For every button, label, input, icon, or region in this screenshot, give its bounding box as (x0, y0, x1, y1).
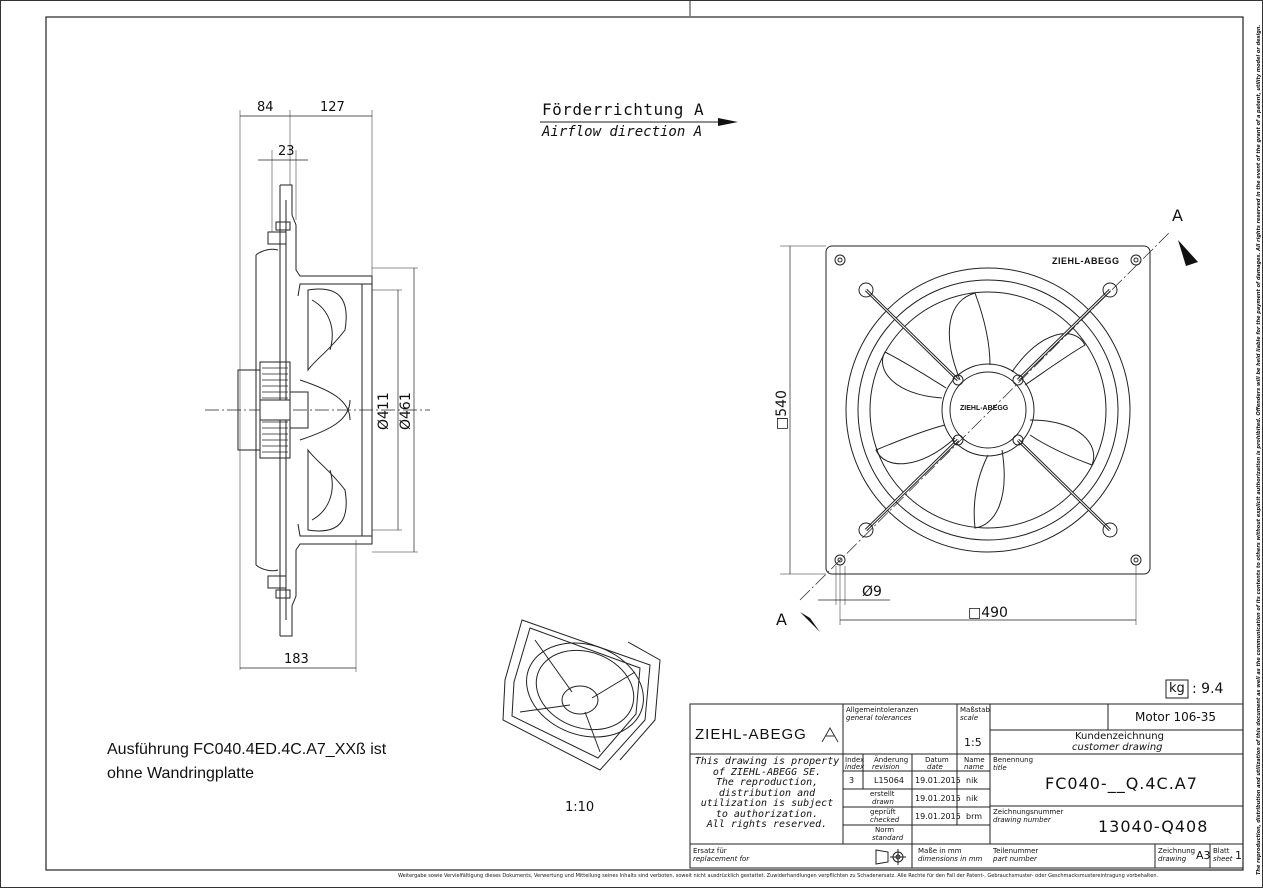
title-label-en: title (993, 764, 1007, 772)
drawing-en: drawing (1158, 855, 1187, 863)
weight-box (1165, 679, 1189, 699)
dim-411: Ø411 (376, 392, 392, 430)
airflow-arrow (540, 118, 738, 126)
dim-490: □490 (968, 605, 1008, 621)
col-index-de: Index (845, 756, 865, 764)
section-arrow-top (1178, 240, 1198, 266)
section-mark-bottom: A (776, 610, 787, 629)
scale-de: Maßstab (960, 706, 990, 714)
brand-logo-icon (821, 726, 839, 743)
customer-drawing-de: Kundenzeichnung (1075, 731, 1164, 742)
norm-de: Norm (875, 826, 895, 834)
isometric-view (502, 619, 661, 771)
col-name-de: Name (964, 756, 985, 764)
drawing-number-label-en: drawing number (993, 816, 1051, 824)
col-change-de: Änderung (874, 756, 909, 764)
revision-index: 3 (849, 776, 855, 785)
projection-symbol-icon (875, 849, 906, 865)
drawn-date: 19.01.2015 (915, 794, 961, 803)
title-block (689, 703, 1244, 869)
drawing-number-label-de: Zeichnungsnummer (993, 808, 1064, 816)
col-date-de: Datum (925, 756, 949, 764)
side-view (205, 110, 430, 672)
dim-23: 23 (278, 144, 295, 159)
dim-183: 183 (284, 652, 309, 667)
section-arrow-bottom (800, 612, 820, 632)
drawn-name: nik (966, 794, 978, 803)
part-number-de: Teilenummer (993, 847, 1039, 855)
section-mark-top: A (1172, 206, 1183, 225)
revision-name: nik (966, 776, 978, 785)
replacement-en: replacement for (693, 855, 750, 863)
sheet-en: sheet (1213, 855, 1233, 863)
part-number-en: part number (993, 855, 1037, 863)
drawing-number-value: 13040-Q408 (1098, 817, 1209, 836)
col-date-en: date (927, 763, 943, 771)
tolerances-en: general tolerances (846, 714, 912, 722)
dim-84: 84 (257, 100, 274, 115)
sheet-de: Blatt (1213, 847, 1230, 855)
brand-plate: ZIEHL-ABEGG (1052, 256, 1120, 266)
norm-en: standard (872, 834, 904, 842)
title-label-de: Benennung (993, 756, 1034, 764)
revision-change: L15064 (874, 776, 904, 785)
drawing-frame (45, 16, 1244, 871)
checked-en: checked (870, 816, 900, 824)
checked-date: 19.01.2015 (915, 812, 961, 821)
replacement-de: Ersatz für (693, 847, 727, 855)
variant-note-line1: Ausführung FC040.4ED.4C.A7_XXß ist (107, 741, 387, 758)
units-de: Maße in mm (918, 847, 962, 855)
weight-unit: kg (1169, 681, 1185, 696)
checked-de: geprüft (870, 808, 896, 816)
scale-en: scale (960, 714, 979, 722)
iso-scale: 1:10 (565, 800, 595, 815)
side-legal-text: The reproduction, distribution and utili… (1256, 24, 1262, 875)
col-name-en: name (964, 763, 984, 771)
title-value: FC040-__Q.4C.A7 (1045, 774, 1198, 793)
col-index-en: index (845, 763, 865, 771)
dim-9: Ø9 (862, 584, 882, 600)
airflow-label-de: Förderrichtung A (542, 100, 705, 119)
units-en: dimensions in mm (918, 855, 983, 863)
brand-titleblock: ZIEHL-ABEGG (695, 726, 807, 743)
brand-hub: ZIEHL-ABEGG (960, 405, 1009, 412)
footer-legal-text: Weitergabe sowie Vervielfältigung dieses… (398, 873, 1159, 879)
col-change-en: revision (872, 763, 900, 771)
sheet-value: 1 (1235, 849, 1242, 862)
dim-461: Ø461 (398, 392, 414, 430)
scale-value: 1:5 (964, 736, 982, 749)
tolerances-de: Allgemeintoleranzen (846, 706, 919, 714)
dim-540: □540 (774, 390, 790, 430)
checked-name: brm (966, 812, 983, 821)
drawn-en: drawn (872, 798, 894, 806)
airflow-label-en: Airflow direction A (542, 124, 703, 140)
customer-drawing-en: customer drawing (1072, 742, 1163, 753)
front-view (780, 231, 1171, 625)
motor-label: Motor 106-35 (1135, 710, 1216, 724)
drawn-de: erstellt (870, 790, 895, 798)
drawing-de: Zeichnung (1158, 847, 1196, 855)
weight-value: : 9.4 (1192, 681, 1224, 697)
format-value: A3 (1196, 849, 1211, 862)
variant-note: Ausführung FC040.4ED.4C.A7_XXß ist ohne … (107, 738, 386, 786)
revision-date: 19.01.2015 (915, 776, 961, 785)
dim-127: 127 (320, 100, 345, 115)
variant-note-line2: ohne Wandringplatte (107, 765, 255, 782)
property-notice: This drawing is property of ZIEHL-ABEGG … (694, 756, 840, 830)
